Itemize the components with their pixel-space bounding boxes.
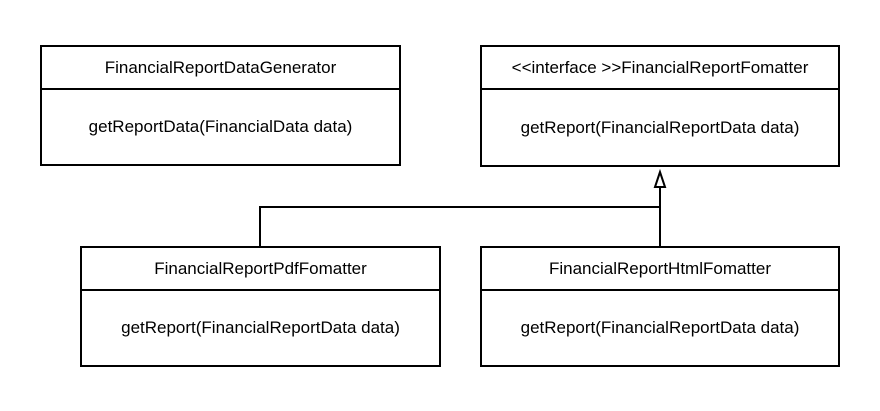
class-name: FinancialReportPdfFomatter <box>82 248 439 291</box>
class-name: FinancialReportDataGenerator <box>42 47 399 90</box>
interface-method: getReport(FinancialReportData data) <box>520 117 800 137</box>
class-box-financial-report-formatter-interface[interactable]: <<interface >>FinancialReportFomatter ge… <box>480 45 840 167</box>
class-method: getReportData(FinancialData data) <box>88 117 353 136</box>
pdf-to-interface-connector <box>259 187 661 246</box>
class-method: getReport(FinancialReportData data) <box>121 318 400 337</box>
class-method: getReport(FinancialReportData data) <box>520 318 800 337</box>
class-box-financial-report-pdf-formatter[interactable]: FinancialReportPdfFomatter getReport(Fin… <box>80 246 441 367</box>
realization-arrowhead-icon <box>653 168 667 188</box>
interface-name: <<interface >>FinancialReportFomatter <box>482 47 838 90</box>
class-name: FinancialReportHtmlFomatter <box>482 248 838 291</box>
class-box-financial-report-data-generator[interactable]: FinancialReportDataGenerator getReportDa… <box>40 45 401 166</box>
class-box-financial-report-html-formatter[interactable]: FinancialReportHtmlFomatter getReport(Fi… <box>480 246 840 367</box>
